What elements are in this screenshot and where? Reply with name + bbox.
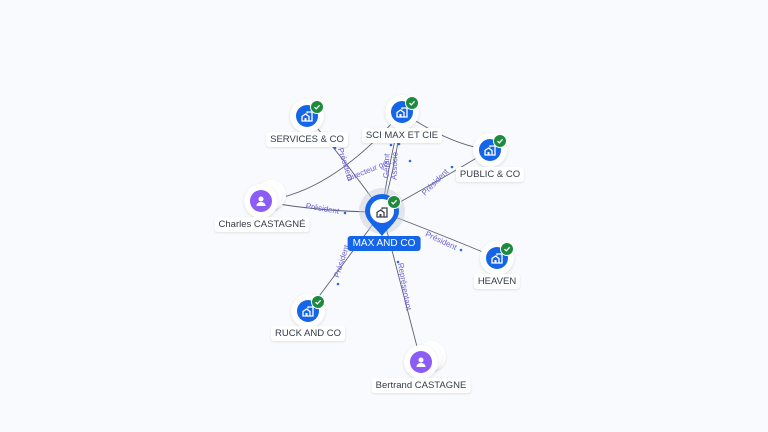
edge-arrow-icon: [450, 165, 454, 169]
center-node-label: MAX AND CO: [347, 236, 421, 251]
edge-label: Représentant: [396, 262, 413, 312]
verified-check-icon: [500, 242, 514, 256]
node-label: RUCK AND CO: [271, 326, 345, 341]
edge-arrow-icon: [397, 142, 401, 146]
edge-arrow-icon: [408, 159, 412, 163]
node-label: SCI MAX ET CIE: [361, 128, 443, 143]
building-icon: [376, 205, 388, 218]
node-label: Charles CASTAGNÉ: [214, 217, 310, 232]
edge-arrow-icon: [336, 282, 340, 286]
edge-arrow-icon: [389, 143, 393, 147]
node-label: Bertrand CASTAGNE: [371, 378, 471, 393]
node-label: HEAVEN: [473, 274, 521, 289]
node-label: SERVICES & CO: [266, 132, 348, 147]
person-icon: [410, 351, 432, 373]
edge-arrow-icon: [333, 146, 337, 150]
verified-check-icon: [405, 96, 419, 110]
person-icon: [250, 190, 272, 212]
verified-check-icon: [310, 100, 324, 114]
edge-arrow-icon: [343, 211, 347, 215]
edge-arrow-icon: [396, 260, 400, 264]
verified-check-icon: [311, 295, 325, 309]
node-label: PUBLIC & CO: [455, 167, 525, 182]
verified-check-icon: [387, 195, 401, 209]
verified-check-icon: [493, 134, 507, 148]
edge-label: Gérant: [382, 153, 392, 179]
edge-label: Président: [424, 230, 459, 253]
edge-label: Président: [305, 201, 341, 216]
edge-label: Président: [420, 167, 451, 198]
edge-label: Associé: [390, 151, 400, 180]
edge-arrow-icon: [459, 248, 463, 252]
